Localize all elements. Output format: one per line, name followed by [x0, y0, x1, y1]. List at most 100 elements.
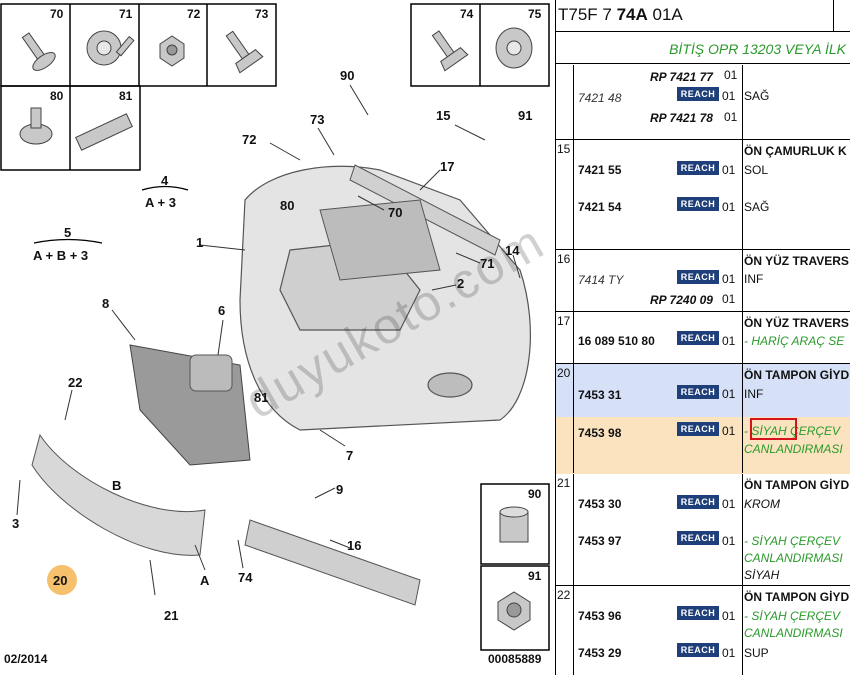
cell-label-80: 80	[50, 89, 64, 103]
callout-1: 1	[196, 235, 203, 250]
reach-badge: REACH	[677, 531, 719, 545]
part-description: SAĞ	[744, 200, 770, 214]
screw-icon-70	[21, 32, 56, 71]
callout-80: 80	[280, 198, 294, 213]
reach-badge: REACH	[677, 606, 719, 620]
part-number: 7421 55	[578, 163, 622, 177]
clip-nut-icon-75	[495, 27, 533, 69]
callout-b: B	[112, 478, 121, 493]
part-description: SAĞ	[744, 89, 770, 103]
rivet-strip-icon-81	[75, 113, 133, 151]
parts-list-panel: T75F 7 74A 01A BİTİŞ OPR 13203 VEYA İLK …	[555, 0, 850, 675]
callout-71: 71	[480, 256, 494, 271]
absorber-bracket	[319, 199, 441, 281]
part-number: 7421 54	[578, 200, 622, 214]
part-description: SUP	[744, 646, 769, 660]
parts-row-14[interactable]: RP 7421 77 01 7421 48 REACH 01 SAĞ RP 74…	[556, 65, 850, 140]
cell-label-70: 70	[50, 7, 64, 21]
part-title: ÖN ÇAMURLUK K	[744, 144, 847, 158]
highlight-red-box	[750, 418, 797, 440]
quantity: 01	[722, 89, 736, 103]
bolt-icon-74	[431, 30, 469, 72]
quantity: 01	[722, 163, 736, 177]
quantity: 01	[722, 646, 736, 660]
replacement-part-number: RP 7240 09	[650, 293, 713, 307]
part-number: 7414 TY	[578, 273, 624, 287]
clip-icon-80	[19, 107, 53, 145]
cell-label-71: 71	[119, 7, 133, 21]
part-number: 7453 98	[578, 426, 622, 440]
part-title: ÖN TAMPON GİYD	[744, 590, 850, 604]
reach-badge: REACH	[677, 331, 719, 345]
column-divider	[742, 312, 743, 363]
header-suffix: 01A	[647, 5, 683, 24]
callout-22: 22	[68, 375, 82, 390]
upper-crossmember	[349, 164, 501, 256]
parts-row-21[interactable]: 21 ÖN TAMPON GİYD 7453 30 REACH 01 KROM …	[556, 474, 850, 586]
cell-label-73: 73	[255, 7, 269, 21]
column-divider	[742, 65, 743, 139]
callout-5: 5	[64, 225, 71, 240]
reach-badge: REACH	[677, 495, 719, 509]
part-number: 16 089 510 80	[578, 334, 655, 348]
callout-14: 14	[505, 243, 520, 258]
part-description: - SİYAH ÇERÇEV	[744, 609, 841, 623]
header-prefix: T75F 7	[558, 5, 617, 24]
part-description-cont: CANLANDIRMASI	[744, 626, 843, 640]
group-cell	[556, 65, 574, 139]
cell-label-90: 90	[528, 487, 542, 501]
callout-17: 17	[440, 159, 454, 174]
part-title: ÖN YÜZ TRAVERS	[744, 254, 849, 268]
part-number: 7453 30	[578, 497, 622, 511]
quantity: 01	[724, 110, 738, 124]
reach-badge: REACH	[677, 385, 719, 399]
cell-label-81: 81	[119, 89, 133, 103]
leader-lines	[16, 84, 521, 596]
quantity: 01	[722, 200, 736, 214]
group-braces	[33, 185, 189, 244]
highlight-circle-20	[47, 565, 77, 595]
callout-73: 73	[310, 112, 324, 127]
part-title: ÖN TAMPON GİYD	[744, 368, 850, 382]
header-divider	[833, 0, 834, 32]
part-description-cont: CANLANDIRMASI	[744, 551, 843, 565]
part-number: 7421 48	[578, 91, 622, 105]
quantity: 01	[722, 609, 736, 623]
part-description: - SİYAH ÇERÇEV	[744, 534, 841, 548]
bolt-icon-73	[225, 30, 264, 74]
hardware-grid-top-left	[0, 3, 550, 651]
callout-21: 21	[164, 608, 178, 623]
panel-subheader: BİTİŞ OPR 13203 VEYA İLK	[556, 32, 850, 64]
callout-a: A	[200, 573, 210, 588]
callout-8: 8	[102, 296, 109, 311]
part-title: ÖN YÜZ TRAVERS	[744, 316, 849, 330]
parts-row-20[interactable]: 20 ÖN TAMPON GİYD 7453 31 REACH 01 INF 7…	[556, 364, 850, 474]
reach-badge: REACH	[677, 270, 719, 284]
part-description: - SİYAH ÇERÇEV	[744, 424, 841, 438]
column-divider	[742, 250, 743, 311]
quantity: 01	[722, 272, 736, 286]
parts-row-15[interactable]: 15 ÖN ÇAMURLUK K 7421 55 REACH 01 SOL 74…	[556, 140, 850, 250]
lower-trim-strip	[31, 433, 206, 556]
washer-screw-icon-71	[86, 30, 135, 66]
part-description: INF	[744, 272, 764, 286]
nut-icon-91	[497, 591, 531, 631]
reach-badge: REACH	[677, 197, 719, 211]
callout-91: 91	[518, 108, 532, 123]
reach-badge: REACH	[677, 161, 719, 175]
callout-20: 20	[53, 573, 67, 588]
group-number: 16	[556, 250, 574, 311]
hardware-fasteners	[19, 27, 533, 631]
quantity: 01	[724, 68, 738, 82]
column-divider	[742, 364, 743, 473]
part-description: INF	[744, 387, 764, 401]
parts-row-16[interactable]: 16 ÖN YÜZ TRAVERS 7414 TY REACH 01 INF R…	[556, 250, 850, 312]
parts-row-17[interactable]: 17 ÖN YÜZ TRAVERS 16 089 510 80 REACH 01…	[556, 312, 850, 364]
column-divider	[742, 474, 743, 585]
panel-header: T75F 7 74A 01A	[556, 0, 850, 32]
header-bold: 74A	[616, 5, 648, 24]
column-divider	[742, 586, 743, 675]
parts-row-22[interactable]: 22 ÖN TAMPON GİYD 7453 96 REACH 01 - SİY…	[556, 586, 850, 675]
callout-3: 3	[12, 516, 19, 531]
column-divider	[742, 140, 743, 249]
